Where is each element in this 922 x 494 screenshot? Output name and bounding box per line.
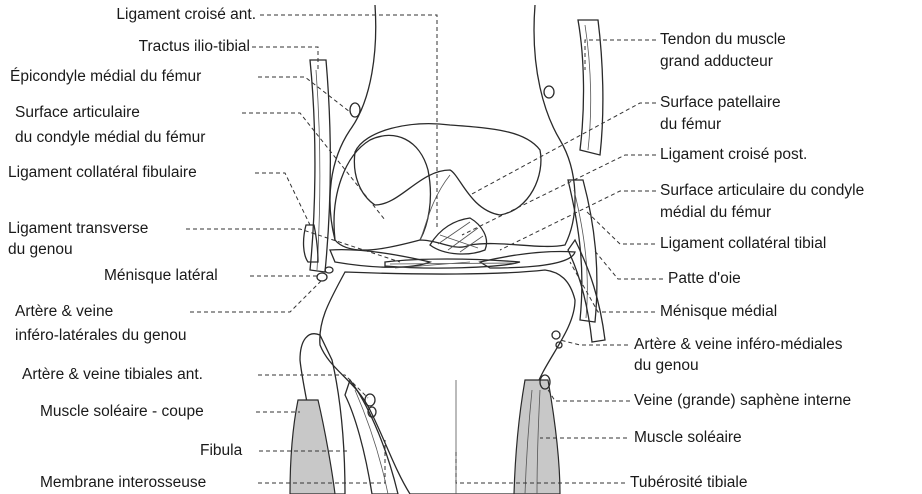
soleus-section-left	[290, 400, 335, 494]
label-art-inf-lat-line2: inféro-latérales du genou	[15, 327, 186, 345]
leader-lig-croise-post	[462, 155, 656, 235]
label-lig-transv-line1: Ligament transverse	[8, 220, 148, 238]
label-epicondyle: Épicondyle médial du fémur	[10, 68, 201, 86]
condyle-lateral	[334, 135, 430, 240]
femur	[330, 5, 575, 250]
anterior-cruciate-ligament	[430, 218, 487, 254]
label-tendon: Tendon du muscle grand adducteur	[660, 31, 786, 71]
leader-surface-art	[242, 113, 385, 220]
label-lig-croise-ant: Ligament croisé ant.	[40, 6, 256, 24]
lateral-meniscus	[330, 250, 430, 268]
label-surface-art-line2: du condyle médial du fémur	[15, 129, 205, 147]
inferolateral-vessel	[317, 273, 327, 281]
label-muscle-soleaire: Muscle soléaire	[634, 429, 742, 447]
label-art-inf-med: Artère & veine inféro-médiales du genou	[634, 336, 843, 375]
label-menisque-lat: Ménisque latéral	[104, 267, 218, 285]
label-veine-saphene: Veine (grande) saphène interne	[634, 392, 851, 410]
label-lig-transv: Ligament transverse du genou	[8, 220, 148, 259]
label-tractus: Tractus ilio-tibial	[40, 38, 250, 56]
label-tendon-line2: grand adducteur	[660, 53, 786, 71]
leader-surf-art-cond	[500, 191, 656, 250]
anterior-tibial-vessel	[365, 394, 375, 406]
leader-menisque-med	[570, 262, 655, 312]
leader-lig-transv	[186, 229, 400, 262]
label-fibula: Fibula	[200, 442, 242, 460]
leader-tractus	[252, 47, 318, 70]
medial-collateral-ligament	[568, 180, 597, 322]
leader-surf-pat	[470, 103, 656, 195]
patellar-surface	[354, 124, 541, 215]
left-muscle-mass	[345, 380, 398, 494]
label-surf-pat-line2: du fémur	[660, 116, 781, 134]
label-lig-coll-tib: Ligament collatéral tibial	[660, 235, 826, 253]
label-patte-oie: Patte d'oie	[668, 270, 741, 288]
label-tuberosite: Tubérosité tibiale	[630, 474, 747, 492]
label-lig-transv-line2: du genou	[8, 241, 148, 259]
leader-veine-saphene	[547, 388, 630, 401]
label-art-inf-med-line1: Artère & veine inféro-médiales	[634, 336, 843, 354]
label-surf-art-cond-line1: Surface articulaire du condyle	[660, 182, 864, 200]
label-menisque-med: Ménisque médial	[660, 303, 777, 321]
leader-lig-croise-ant	[260, 15, 437, 230]
leader-art-tib-ant	[258, 375, 368, 398]
label-surf-pat-line1: Surface patellaire	[660, 94, 781, 112]
label-lig-coll-fib: Ligament collatéral fibulaire	[8, 164, 197, 182]
label-surf-art-cond: Surface articulaire du condyle médial du…	[660, 182, 864, 222]
label-surf-pat: Surface patellaire du fémur	[660, 94, 781, 134]
leader-epicondyle	[258, 77, 350, 112]
label-surface-art: Surface articulaire du condyle médial du…	[15, 104, 205, 147]
label-art-tib-ant: Artère & veine tibiales ant.	[22, 366, 203, 384]
label-surface-art-line1: Surface articulaire	[15, 104, 205, 122]
leader-tendon	[585, 40, 656, 70]
label-art-inf-lat-line1: Artère & veine	[15, 303, 186, 321]
label-membrane: Membrane interosseuse	[40, 474, 206, 492]
leader-art-inf-med	[560, 340, 628, 345]
label-art-inf-lat: Artère & veine inféro-latérales du genou	[15, 303, 186, 345]
label-lig-croise-post: Ligament croisé post.	[660, 146, 807, 164]
adductor-vessel	[544, 86, 554, 98]
leader-patte-oie	[594, 250, 663, 279]
lateral-vessel-top	[350, 103, 360, 117]
label-surf-art-cond-line2: médial du fémur	[660, 204, 864, 222]
leader-lig-coll-tib	[585, 210, 655, 244]
leader-lig-coll-fib	[255, 173, 310, 225]
label-soleaire-coupe: Muscle soléaire - coupe	[40, 403, 204, 421]
inferomedial-vessel	[552, 331, 560, 339]
label-art-inf-med-line2: du genou	[634, 357, 843, 375]
label-tendon-line1: Tendon du muscle	[660, 31, 786, 49]
